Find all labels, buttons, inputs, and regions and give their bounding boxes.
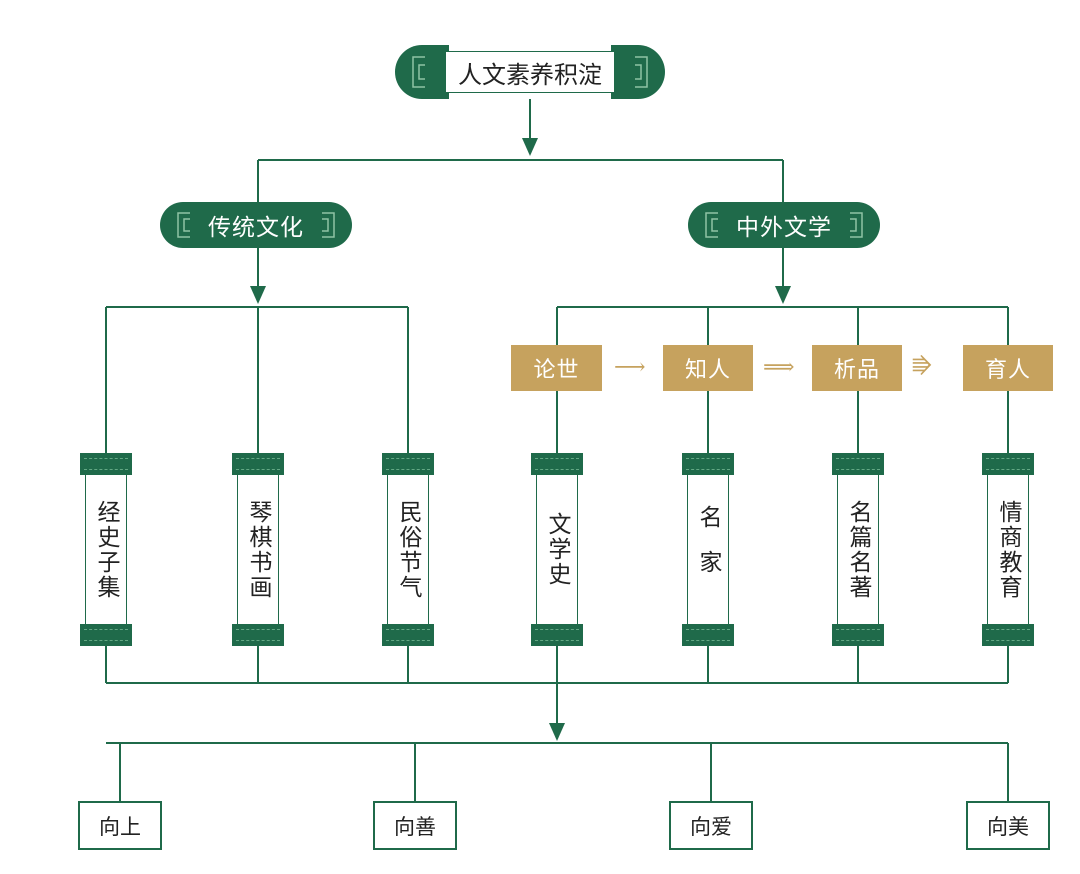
triple-arrow-right-icon: ⭆	[912, 355, 932, 380]
scroll-cap	[80, 453, 132, 475]
branch-label: 传统文化	[208, 215, 304, 241]
scroll-body: 经史子集	[85, 475, 127, 624]
pill-ornament-right-icon	[850, 212, 863, 238]
scroll-body: 琴棋书画	[237, 475, 279, 624]
pill-ornament-left-icon	[177, 212, 190, 238]
scroll-body: 情商教育	[987, 475, 1029, 624]
root-node: 人文素养积淀	[395, 45, 665, 99]
process-step: 育人	[963, 345, 1053, 391]
arrow-right-icon: ⟶	[614, 355, 646, 380]
scroll-node: 经史子集	[80, 453, 132, 646]
scroll-label: 琴棋书画	[245, 499, 271, 600]
scroll-body: 名篇名著	[837, 475, 879, 624]
arrowhead-right-branch	[775, 286, 791, 304]
arrowhead-left-branch	[250, 286, 266, 304]
scroll-cap	[982, 453, 1034, 475]
scroll-label: 名家	[695, 504, 721, 595]
scroll-label: 民俗节气	[395, 499, 421, 600]
scroll-cap	[382, 453, 434, 475]
scroll-label: 经史子集	[93, 499, 119, 600]
scroll-cap	[832, 624, 884, 646]
scroll-cap	[982, 624, 1034, 646]
scroll-cap	[682, 624, 734, 646]
branch-label: 中外文学	[736, 215, 832, 241]
scroll-cap-right-icon	[611, 45, 665, 99]
branch-traditional-culture: 传统文化	[160, 202, 352, 248]
scroll-node: 民俗节气	[382, 453, 434, 646]
scroll-body: 文学史	[536, 475, 578, 624]
scroll-label: 情商教育	[995, 499, 1021, 600]
outcome-node: 向上	[78, 801, 162, 850]
scroll-cap	[382, 624, 434, 646]
scroll-cap	[531, 453, 583, 475]
scroll-node: 名篇名著	[832, 453, 884, 646]
scroll-node: 琴棋书画	[232, 453, 284, 646]
scroll-cap-left-icon	[395, 45, 449, 99]
outcome-node: 向美	[966, 801, 1050, 850]
scroll-cap	[531, 624, 583, 646]
arrowhead-collector	[549, 723, 565, 741]
scroll-label: 名篇名著	[845, 499, 871, 600]
pill-ornament-right-icon	[322, 212, 335, 238]
process-step: 知人	[663, 345, 753, 391]
scroll-node: 情商教育	[982, 453, 1034, 646]
scroll-cap	[682, 453, 734, 475]
pill-ornament-left-icon	[705, 212, 718, 238]
scroll-body: 名家	[687, 475, 729, 624]
arrowhead-root	[522, 138, 538, 156]
process-step: 析品	[812, 345, 902, 391]
scroll-cap	[80, 624, 132, 646]
outcome-node: 向善	[373, 801, 457, 850]
scroll-cap	[232, 624, 284, 646]
double-arrow-right-icon: ⟹	[763, 355, 795, 380]
scroll-node: 文学史	[531, 453, 583, 646]
scroll-cap	[232, 453, 284, 475]
branch-foreign-literature: 中外文学	[688, 202, 880, 248]
scroll-body: 民俗节气	[387, 475, 429, 624]
outcome-node: 向爱	[669, 801, 753, 850]
process-step: 论世	[511, 345, 602, 391]
scroll-cap	[832, 453, 884, 475]
scroll-node: 名家	[682, 453, 734, 646]
root-title: 人文素养积淀	[445, 51, 615, 93]
scroll-label: 文学史	[544, 512, 570, 587]
